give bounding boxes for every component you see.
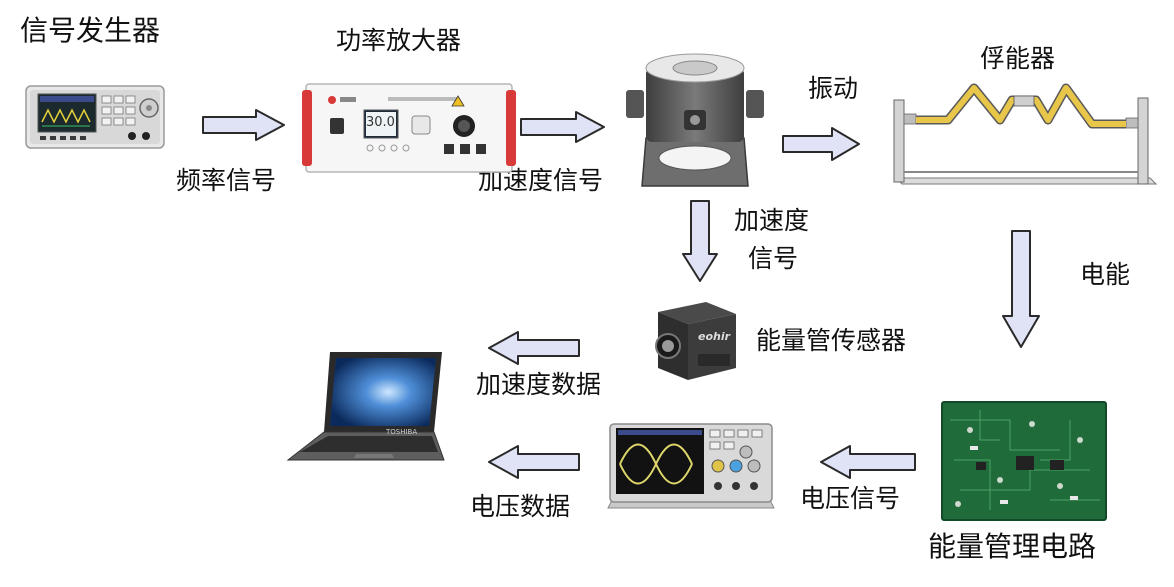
arrow-right-3: [782, 127, 860, 161]
arrow-right-1: [202, 109, 285, 141]
signal-generator-image: [25, 85, 165, 149]
harvester-label: 俘能器: [980, 44, 1056, 73]
shaker-image: [626, 53, 764, 187]
oscilloscope-image: [607, 423, 775, 509]
harvester-image: [893, 83, 1158, 185]
frequency-signal-label: 频率信号: [176, 166, 277, 195]
laptop-image: [286, 352, 445, 461]
laptop-brand-mark: TOSHIBA: [386, 428, 418, 436]
arrow-left-3: [820, 445, 916, 479]
power-amplifier-label: 功率放大器: [336, 26, 462, 55]
arrow-left-1: [488, 331, 580, 365]
arrow-down-2: [1002, 230, 1040, 348]
sensor-image: [655, 302, 736, 380]
voltage-data-label: 电压数据: [470, 492, 571, 521]
vibration-label: 振动: [808, 74, 859, 103]
arrow-right-2: [520, 111, 605, 143]
arrow-down-1: [682, 200, 718, 282]
pcb-image: [941, 401, 1107, 521]
circuit-label: 能量管理电路: [928, 530, 1097, 563]
sensor-brand-mark: eohir: [698, 330, 731, 343]
voltage-signal-label: 电压信号: [800, 484, 901, 513]
electric-energy-label: 电能: [1080, 260, 1131, 289]
arrow-left-2: [488, 445, 580, 479]
accel-data-label: 加速度数据: [476, 370, 602, 399]
power-amplifier-display-readout: 30.0: [366, 115, 395, 130]
signal-generator-label: 信号发生器: [20, 14, 161, 47]
accel-signal-down-label-2: 信号: [748, 244, 799, 273]
sensor-label: 能量管传感器: [756, 326, 907, 355]
power-amplifier-image: [302, 83, 516, 173]
accel-signal-down-label-1: 加速度: [734, 206, 810, 235]
